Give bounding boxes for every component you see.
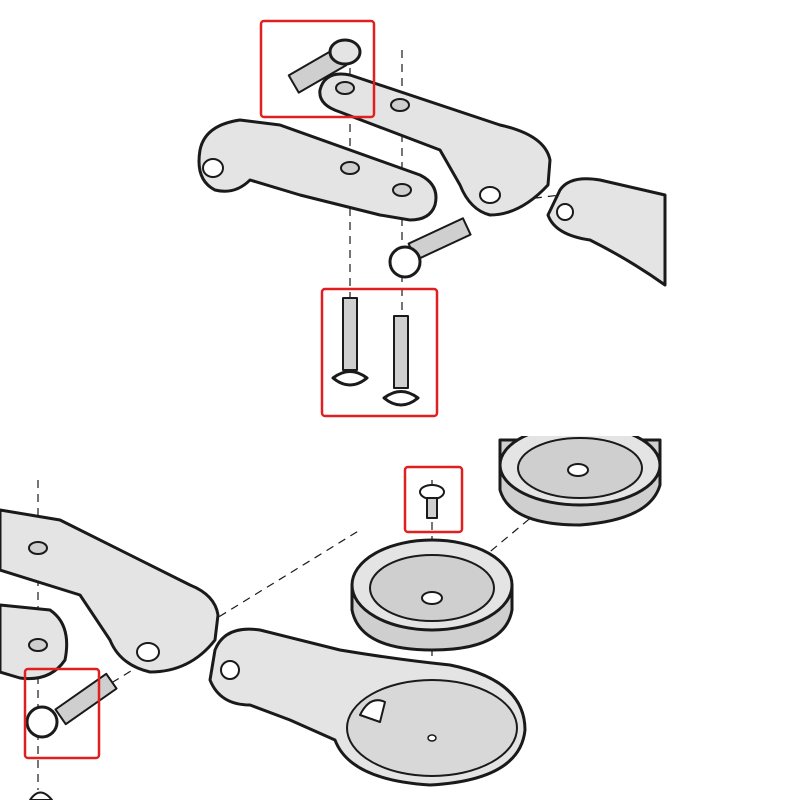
highlight-box-top-bolt bbox=[259, 19, 376, 119]
arm-hole bbox=[335, 81, 355, 95]
highlight-box-small-screw bbox=[403, 465, 464, 534]
mount-center-hole bbox=[427, 734, 437, 742]
quarter-turn-adapter bbox=[350, 538, 514, 652]
arm-hole bbox=[28, 541, 48, 555]
arm-hole bbox=[28, 638, 48, 652]
arm-hole bbox=[479, 186, 501, 204]
long-screw-right bbox=[382, 315, 420, 407]
mount-plate bbox=[346, 679, 518, 777]
arm-hole bbox=[202, 158, 224, 178]
top-bolt bbox=[287, 38, 362, 94]
bottom-side-bolt bbox=[25, 672, 118, 739]
lower-arm bbox=[197, 118, 438, 222]
clamp-hole bbox=[220, 660, 240, 680]
clamp-hole bbox=[556, 203, 574, 221]
small-screw bbox=[419, 484, 445, 519]
stem-clamp-part bbox=[546, 177, 667, 287]
upper-arm bbox=[318, 72, 552, 217]
arm-hole bbox=[340, 161, 360, 175]
arm-hole bbox=[390, 98, 410, 112]
side-bolt bbox=[388, 217, 472, 279]
arm-hole bbox=[136, 642, 160, 662]
upper-arm-bottom bbox=[0, 508, 220, 674]
white-mask bbox=[480, 400, 680, 436]
highlight-box-side-bolt bbox=[23, 667, 101, 760]
arm-hole bbox=[392, 183, 412, 197]
highlight-box-long-screws bbox=[320, 287, 439, 418]
quarter-turn-adapter-alt bbox=[498, 423, 662, 527]
highlight-boxes bbox=[23, 19, 464, 760]
partial-bolt bbox=[29, 791, 53, 800]
mount-slot bbox=[359, 699, 386, 723]
long-screw-left bbox=[331, 297, 369, 387]
